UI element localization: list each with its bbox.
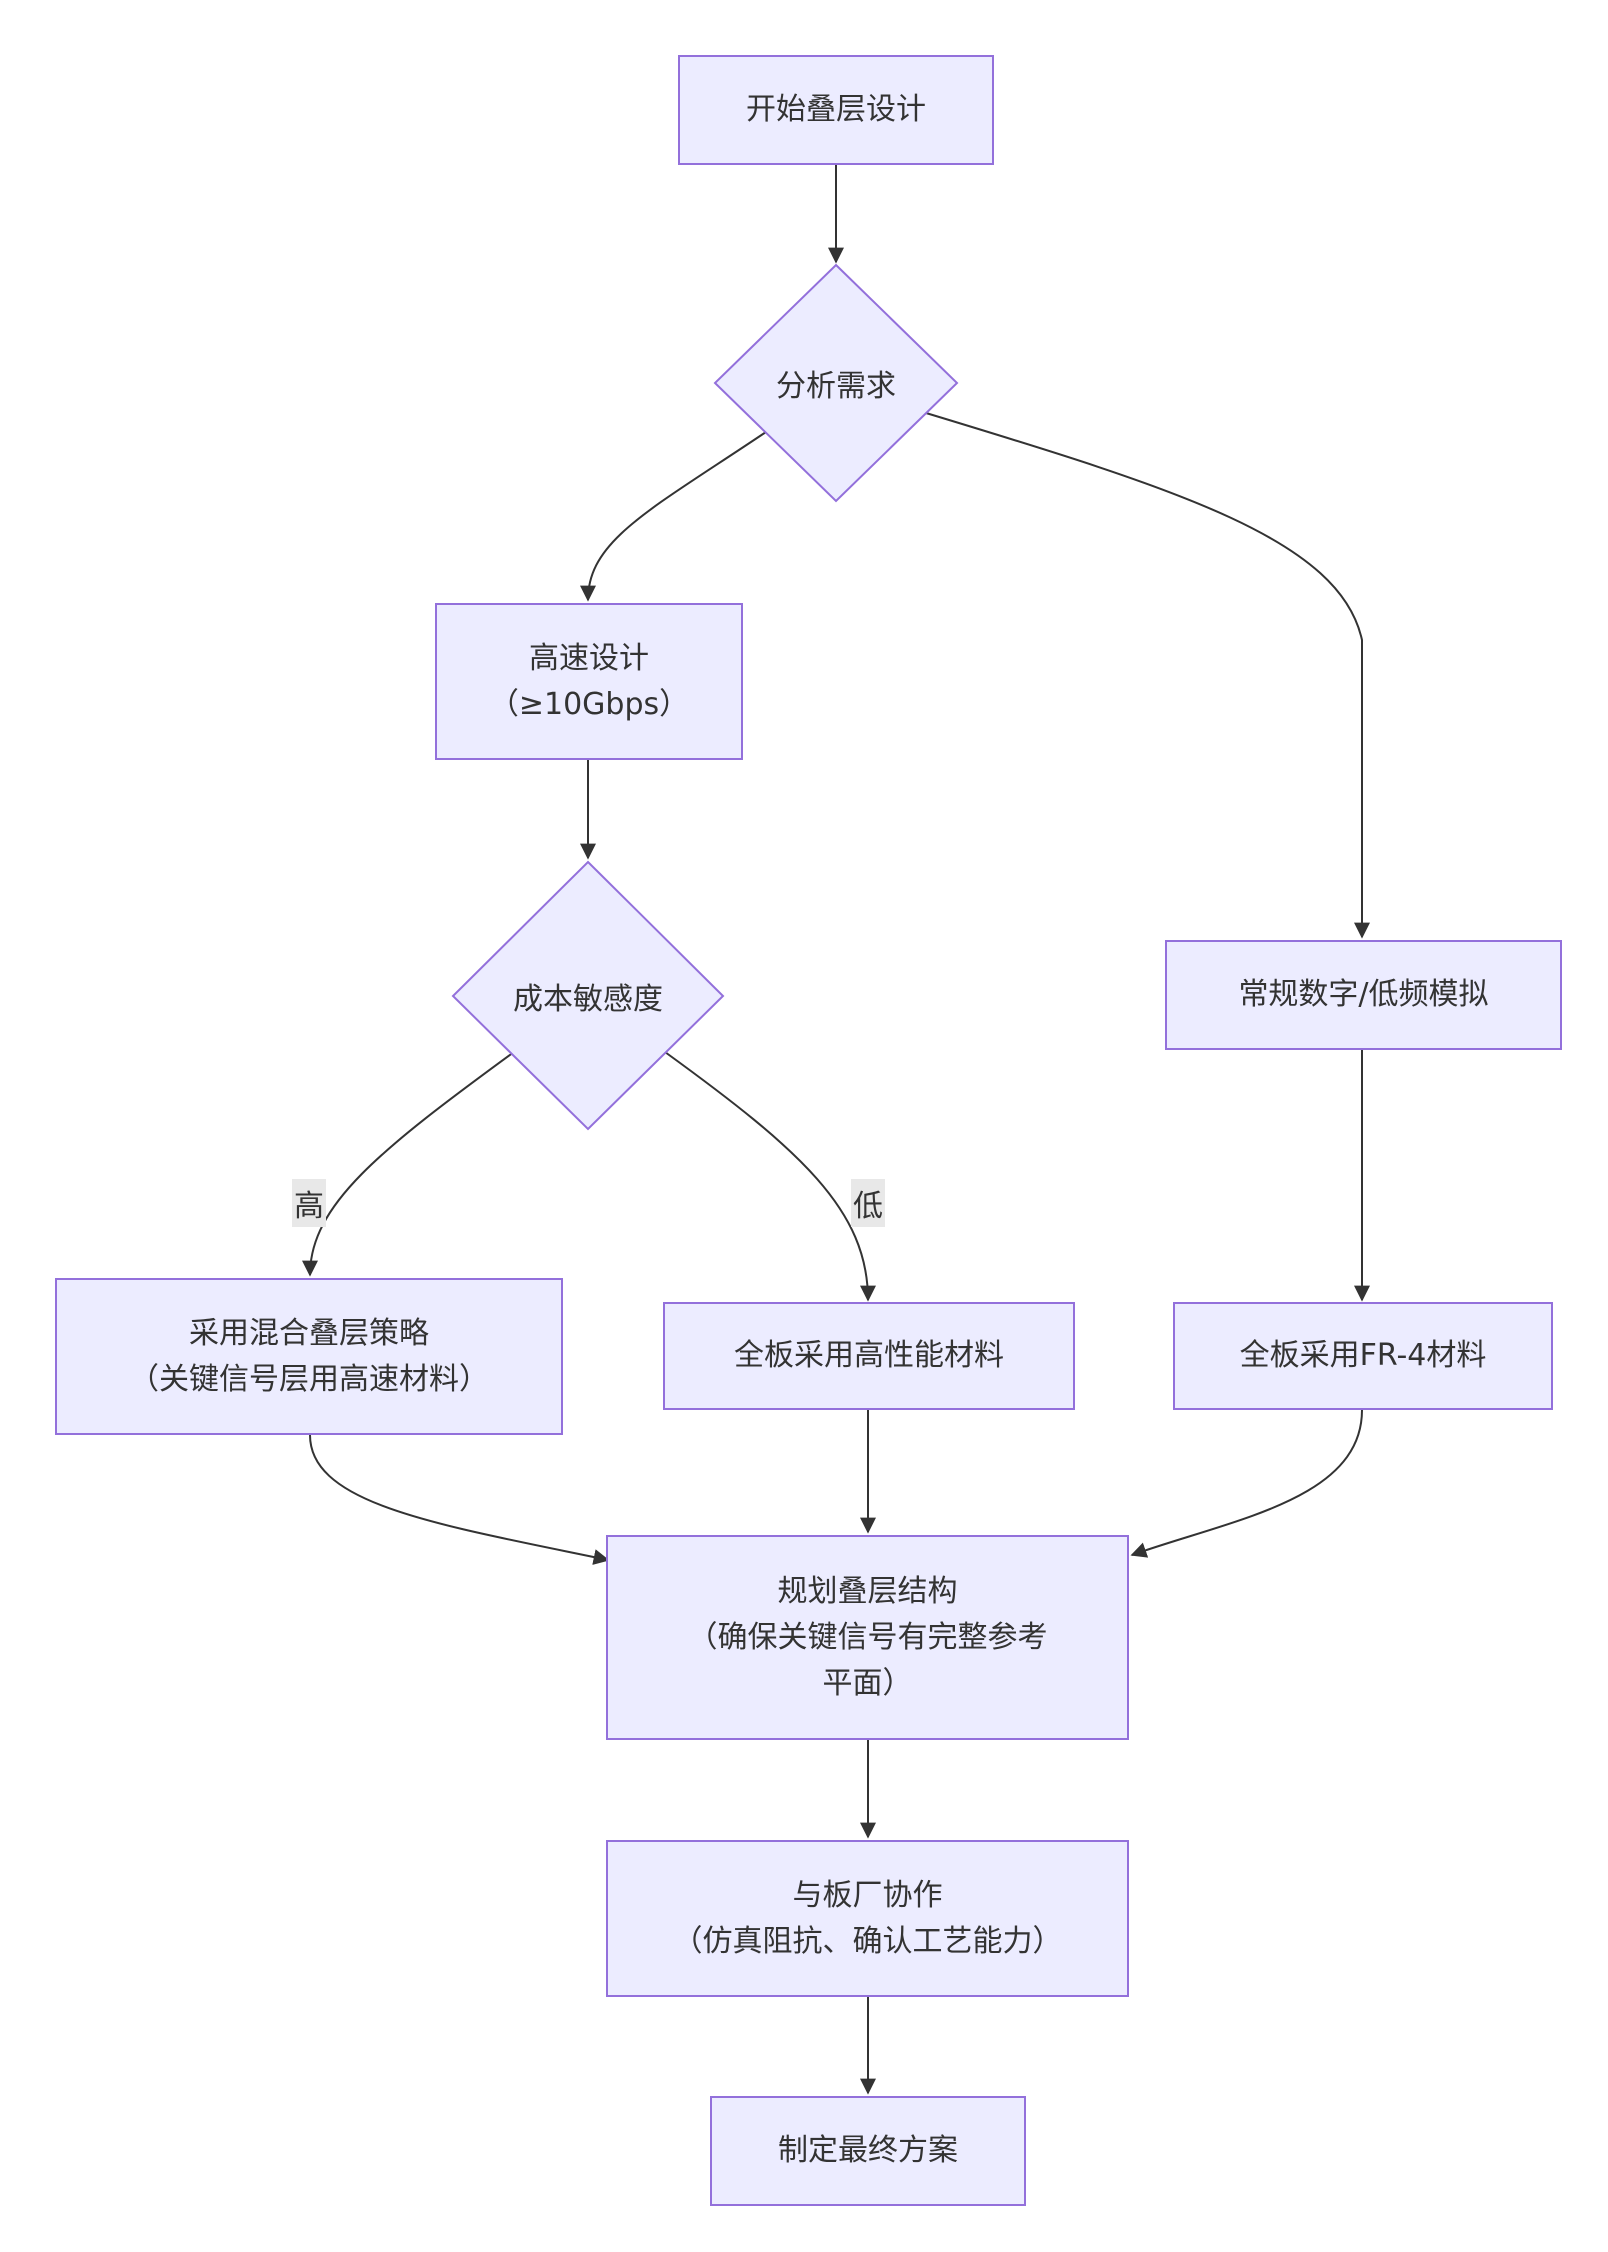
node-start: 开始叠层设计	[678, 55, 994, 165]
node-hybrid-line2: （关键信号层用高速材料）	[129, 1361, 489, 1397]
node-plan-line2: （确保关键信号有完整参考	[687, 1619, 1048, 1655]
edge-analyze-highspeed	[580, 431, 767, 602]
edge-cost-hybrid	[302, 1051, 515, 1277]
node-fullhigh: 全板采用高性能材料	[663, 1302, 1075, 1410]
node-hybrid-line1: 采用混合叠层策略	[189, 1315, 429, 1351]
node-hybrid: 采用混合叠层策略 （关键信号层用高速材料）	[55, 1278, 563, 1435]
edge-label-low: 低	[851, 1179, 885, 1227]
node-highspeed: 高速设计 （≥10Gbps）	[435, 603, 743, 760]
decision-cost-label: 成本敏感度	[513, 982, 663, 1017]
node-start-label: 开始叠层设计	[746, 92, 926, 127]
node-fr4-label: 全板采用FR-4材料	[1239, 1338, 1487, 1373]
edge-fr4-plan	[1130, 1409, 1363, 1558]
edge-analyze-regular	[925, 412, 1370, 939]
node-fab: 与板厂协作 （仿真阻抗、确认工艺能力）	[606, 1840, 1129, 1997]
edge-hybrid-plan	[309, 1434, 610, 1565]
node-highspeed-line2: （≥10Gbps）	[488, 686, 690, 722]
edge-cost-fullhigh	[664, 1051, 876, 1302]
node-fullhigh-label: 全板采用高性能材料	[734, 1338, 1004, 1373]
decision-analyze-shape	[713, 263, 959, 503]
node-plan: 规划叠层结构 （确保关键信号有完整参考 平面）	[606, 1535, 1129, 1740]
node-plan-line3: 平面）	[822, 1665, 913, 1701]
node-regular-label: 常规数字/低频模拟	[1238, 977, 1489, 1012]
node-fr4: 全板采用FR-4材料	[1173, 1302, 1553, 1410]
node-highspeed-line1: 高速设计	[529, 640, 649, 676]
node-regular: 常规数字/低频模拟	[1165, 940, 1562, 1050]
node-final: 制定最终方案	[710, 2096, 1026, 2206]
decision-analyze-label: 分析需求	[776, 369, 896, 404]
node-plan-line1: 规划叠层结构	[777, 1573, 958, 1609]
node-final-label: 制定最终方案	[778, 2133, 958, 2168]
node-fab-line2: （仿真阻抗、确认工艺能力）	[672, 1923, 1063, 1959]
edge-label-high: 高	[292, 1179, 326, 1227]
decision-cost-shape	[451, 860, 725, 1131]
node-fab-line1: 与板厂协作	[792, 1877, 943, 1913]
